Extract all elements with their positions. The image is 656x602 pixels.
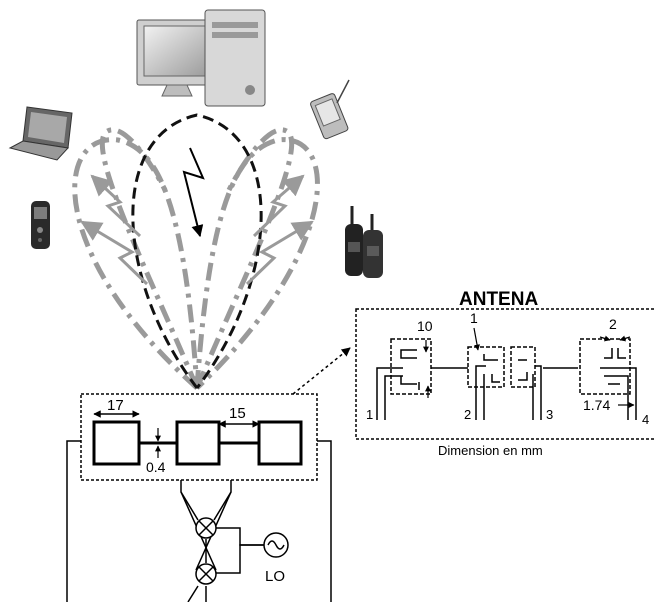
pda-icon xyxy=(310,79,350,140)
trace-gap-arrow xyxy=(473,327,480,351)
zoom-leader-line xyxy=(292,347,351,395)
filter-box xyxy=(80,393,318,481)
antenna-element-2 xyxy=(457,346,578,420)
lightning-arrow-left-upper xyxy=(90,174,142,238)
antenna-heading: ANTENA xyxy=(459,289,538,310)
lightning-arrow-right-lower xyxy=(245,220,314,286)
port-2-label: 2 xyxy=(464,407,471,422)
circuit-left-wire xyxy=(66,440,81,602)
mixer-1-icon xyxy=(195,517,217,539)
lightning-arrow-center xyxy=(182,147,205,238)
local-oscillator-icon xyxy=(263,532,289,558)
lightning-arrow-left-lower xyxy=(80,220,149,286)
desktop-computer-icon xyxy=(136,9,266,107)
mobile-phone-icon xyxy=(31,201,50,249)
walkie-talkie-icon xyxy=(345,206,383,278)
arm-offset-label: 1.74 xyxy=(583,397,610,413)
oscillator-label: LO xyxy=(265,568,285,585)
arm-gap-label: 2 xyxy=(609,316,617,332)
box-width-label: 10 xyxy=(417,318,433,334)
pad-width-label: 17 xyxy=(107,397,124,414)
filter-pad-1 xyxy=(92,420,141,466)
mixer-network xyxy=(180,480,264,602)
line-length-label: 15 xyxy=(229,405,246,422)
arm-gap-arrow-right xyxy=(619,335,631,342)
filter-pad-3 xyxy=(257,420,303,466)
dash-dot-radiation-lobes xyxy=(72,127,320,390)
port-4-label: 4 xyxy=(642,412,649,427)
mixer-2-icon xyxy=(195,563,217,585)
lightning-arrow-right-upper xyxy=(252,174,305,238)
laptop-icon xyxy=(8,106,73,161)
port-1-label: 1 xyxy=(366,407,373,422)
dashed-radiation-lobe xyxy=(131,113,263,389)
port-3-label: 3 xyxy=(546,407,553,422)
trace-gap-label: 1 xyxy=(470,310,478,326)
circuit-right-wire xyxy=(317,440,332,602)
gap-label: 0.4 xyxy=(146,459,166,475)
arm-gap-arrow-left xyxy=(599,335,611,342)
dimension-note: Dimension en mm xyxy=(438,443,543,458)
antenna-element-1 xyxy=(376,338,457,420)
filter-pad-2 xyxy=(175,420,221,466)
antenna-panel xyxy=(355,308,656,440)
